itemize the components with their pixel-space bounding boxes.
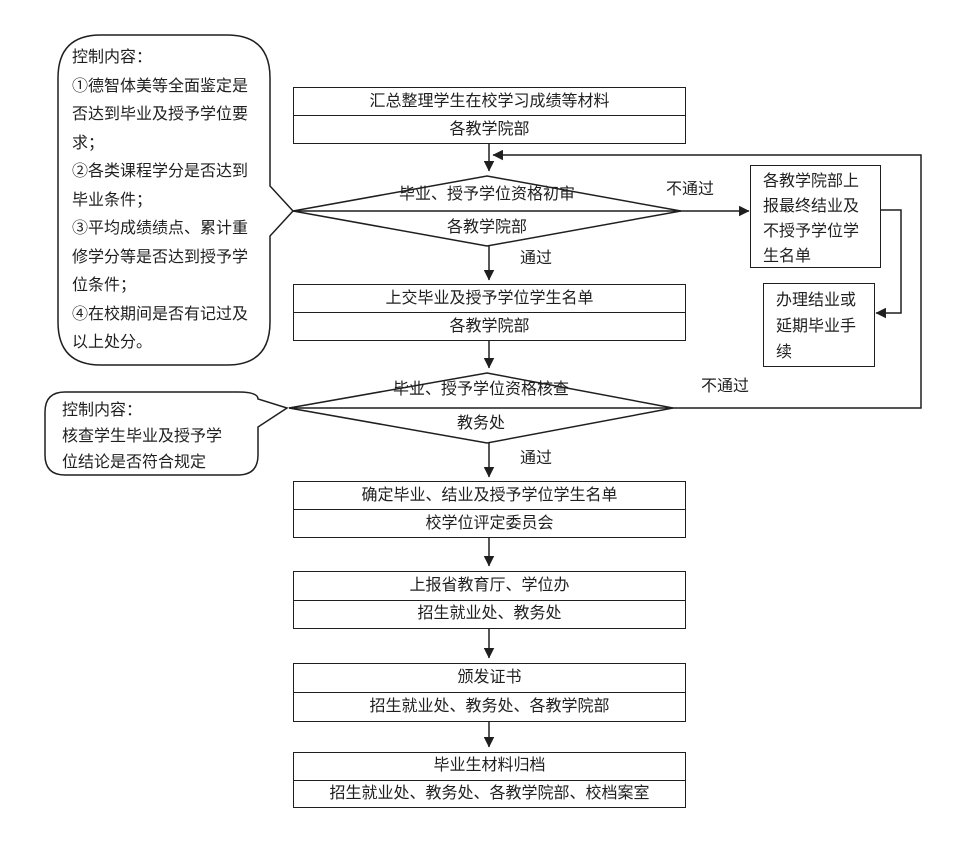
side-box-final-list: 各教学院部上 报最终结业及 不授予学位学 生名单: [750, 165, 881, 268]
arrow-sidebox1-to-sidebox2: [875, 209, 902, 319]
arrow-fail-feedback: [492, 149, 922, 409]
step-6-box: 毕业生材料归档 招生就业处、教务处、各教学院部、校档案室: [293, 752, 686, 808]
decision-2-title: 毕业、授予学位资格核查: [392, 381, 569, 398]
step-2-title: 上交毕业及授予学位学生名单: [294, 285, 685, 313]
step-1-agency: 各教学院部: [449, 120, 530, 138]
step-4-agency: 招生就业处、教务处: [417, 605, 562, 623]
decision-1-pass-label: 通过: [520, 250, 553, 267]
callout-2-bubble-shape: [44, 391, 289, 476]
step-4-box: 上报省教育厅、学位办 招生就业处、教务处: [293, 571, 686, 629]
step-2-box: 上交毕业及授予学位学生名单 各教学院部: [293, 284, 686, 341]
decision-2-fail-label: 不通过: [701, 378, 750, 395]
step-1-title: 汇总整理学生在校学习成绩等材料: [294, 88, 685, 116]
step-5-agency: 招生就业处、教务处、各教学院部: [369, 698, 610, 715]
side-box-deferred-graduation: 办理结业或 延期毕业手 续: [763, 283, 875, 367]
decision-1-fail-label: 不通过: [666, 181, 715, 198]
step-6-agency: 招生就业处、教务处、各教学院部、校档案室: [329, 784, 650, 802]
step-4-title: 上报省教育厅、学位办: [294, 572, 685, 601]
step-6-title: 毕业生材料归档: [294, 753, 685, 781]
callout-1-bubble-shape: [57, 34, 295, 366]
callout-2-text: 控制内容： 核查学生毕业及授予学 位结论是否符合规定: [62, 402, 223, 471]
decision-1-title: 毕业、授予学位资格初审: [398, 186, 575, 203]
step-3-title: 确定毕业、结业及授予学位学生名单: [294, 482, 685, 510]
decision-2-agency: 教务处: [456, 415, 505, 432]
step-3-agency: 校学位评定委员会: [425, 514, 554, 532]
decision-1-agency: 各教学院部: [446, 219, 527, 236]
step-1-box: 汇总整理学生在校学习成绩等材料 各教学院部: [293, 87, 686, 144]
decision-2-pass-label: 通过: [520, 450, 553, 467]
step-5-title: 颁发证书: [294, 664, 685, 693]
step-5-box: 颁发证书 招生就业处、教务处、各教学院部: [293, 663, 686, 722]
callout-1-text: 控制内容： ①德智体美等全面鉴定是 否达到毕业及授予学位要 求； ②各类课程学分…: [72, 49, 249, 351]
step-2-agency: 各教学院部: [449, 317, 530, 335]
step-3-box: 确定毕业、结业及授予学位学生名单 校学位评定委员会: [293, 481, 686, 538]
